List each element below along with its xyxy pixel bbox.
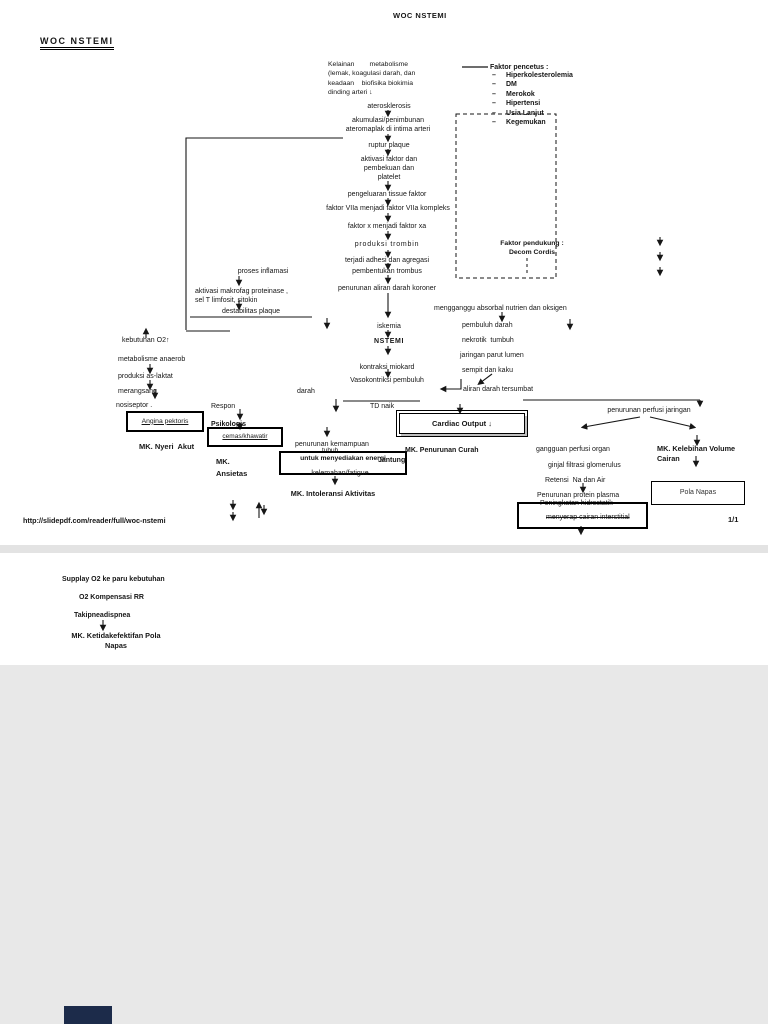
node-ruptur-plaque: ruptur plaque [368,142,410,149]
node-kelainan-metabolisme: Kelainan metabolisme (lemak, koagulasi d… [328,61,416,96]
node-pengeluaran-tissue-faktor: pengeluaran tissue faktor [347,191,427,198]
angina-box: Angina pektoris [126,411,204,432]
next-page-edge [64,1006,112,1024]
dash-bullet: – [492,90,496,98]
node-penurunan-aliran-koroner: penurunan aliran darah koroner [337,285,437,292]
node-proses-inflamasi: proses inflamasi [237,268,289,275]
node-sempit-kaku: sempit dan kaku [462,367,513,374]
dash-bullet: – [492,100,496,108]
cardiac-output-box: Cardiac Output ↓ [396,410,528,437]
legend-item-label: Hiperkolesterolemia [506,72,573,79]
node-destabilitas-plaque: destabilitas plaque [222,308,280,315]
legend-item-label: DM [506,81,517,89]
document-title: WOC NSTEMI [393,11,447,20]
node-faktor-xa: faktor x menjadi faktor xa [347,223,427,230]
node-respon: Respon [211,403,236,410]
node-nstemi: NSTEMI [373,338,405,345]
cemas-box: cemas/khawatir [207,427,283,447]
node-mk-ketidakefektifan-pola: MK. Ketidakefektifan Pola Napas [71,631,161,650]
node-supplay-o2: Supplay O2 ke paru kebutuhan [62,576,165,583]
legend-item: – Hiperkolesterolemia [492,72,573,79]
document-page-2 [0,553,768,665]
node-nosiseptor: nosiseptor . [116,402,153,409]
node-menyerap-cairan: menyerap cairan interstitial [546,514,630,521]
dash-bullet: – [492,81,496,89]
interstitial-box [517,502,648,529]
node-angina-pektoris: Angina pektoris [141,417,189,425]
node-produksi-trombin: produksi trombin [354,241,420,248]
dash-bullet: – [492,72,496,79]
legend-item: – Hipertensi [492,100,573,107]
page-title: WOC NSTEMI [40,36,114,51]
legend-title: Faktor pencetus : [490,64,549,71]
node-gangguan-perfusi-organ: gangguan perfusi organ [536,446,610,453]
node-metabolisme-anaerob: metabolisme anaerob [118,356,186,363]
viewer-background [0,665,768,1024]
node-mk-intoleransi: MK. Intoleransi Aktivitas [290,489,376,498]
legend-item-label: Kegemukan [506,118,546,126]
node-cemas-khawatir: cemas/khawatir [222,433,268,441]
node-pembuluh-darah: pembuluh darah [462,322,513,329]
legend-items: – Hiperkolesterolemia – DM – Merokok – Hiperten… [492,72,573,128]
node-penurunan-perfusi: penurunan perfusi jaringan [607,407,691,414]
legend-item: – DM [492,81,573,88]
node-takipnea-dispnea: Takipneadispnea [74,612,131,619]
node-jaringan-parut: jaringan parut lumen [460,352,524,359]
document-page-1 [0,0,768,545]
node-darah: darah [297,388,315,395]
node-adhesi-agregasi: terjadi adhesi dan agregasi [344,257,430,264]
legend-item: – Usia Lanjut [492,110,573,117]
pola-napas-box: Pola Napas [651,481,745,505]
legend-item: – Merokok [492,91,573,98]
energi-box: untuk menyediakan energi [279,451,407,475]
source-url-link[interactable]: http://slidepdf.com/reader/full/woc-nste… [23,516,166,525]
node-aktivasi-makrofag: aktivasi makrofag proteinase , sel T lim… [195,288,288,305]
node-iskemia: iskemia [377,323,401,330]
node-jantung: Jantung [378,457,406,464]
node-produksi-laktat: produksi as-laktat [118,373,173,380]
node-kontraksi-miokard: kontraksi miokard [359,364,415,371]
legend-item-label: Hipertensi [506,100,541,108]
node-vasokontriksi: Vasokontriksi pembuluh [350,377,424,384]
node-aliran-tersumbat: aliran darah tersumbat [463,386,534,393]
node-psikologis: Psikologis [211,421,247,428]
node-aktivasi-faktor: aktivasi faktor dan pembekuan dan platel… [360,156,418,181]
node-penurunan-kemampuan: penurunan kemampuan [295,441,369,448]
node-pola-napas: Pola Napas [679,489,717,497]
page-divider [0,545,768,553]
node-kompensasi-rr: O2 Kompensasi RR [79,594,144,601]
dash-bullet: – [492,109,496,117]
node-kelemahan-fatigue: kelemahan/fatigue [311,470,369,477]
node-mk-nyeri-akut: MK. Nyeri Akut [139,442,195,451]
node-pembentukan-trombus: pembentukan trombus [352,268,422,275]
node-td-naik: TD naik [370,403,395,410]
node-penurunan-protein: Penurunan protein plasma [537,492,620,499]
node-mk-penurunan-curah: MK. Penurunan Curah [405,447,479,454]
node-tubuh: tubuh [322,447,339,454]
node-mk-ansietas: MK. Ansietas [216,457,248,478]
node-ginjal-filtrasi: ginjal filtrasi glomerulus [548,462,621,469]
node-nekrotik-tumbuh: nekrotik tumbuh [462,337,514,344]
node-cardiac-output: Cardiac Output ↓ [431,418,492,428]
dash-bullet: – [492,118,496,126]
node-menyediakan-energi: untuk menyediakan energi [300,455,386,462]
legend-item: – Kegemukan [492,119,573,126]
node-mengganggu-absorbsi: mengganggu absorbal nutrien dan oksigen [434,305,567,312]
node-merangsang: merangsang [118,388,157,395]
legend-item-label: Merokok [506,90,535,98]
node-retensi-na-air: Retensi Na dan Air [545,477,606,484]
node-aterosklerosis: aterosklerosis [367,103,411,110]
node-mk-kelebihan-volume: MK. Kelebihan Volume Cairan [657,444,736,463]
node-kebutuhan-o2: kebutuhan O2↑ [122,337,170,344]
node-faktor-viia: faktor VIIa menjadi faktor VIIa kompleks [326,205,450,212]
page-indicator: 1/1 [728,515,739,524]
legend-item-label: Usia Lanjut [506,109,544,117]
node-faktor-pendukung: Faktor pendukung : Decom Cordis [500,240,564,256]
node-akumulasi-ateroma: akumulasi/penimbunan ateromaplak di inti… [345,117,431,134]
